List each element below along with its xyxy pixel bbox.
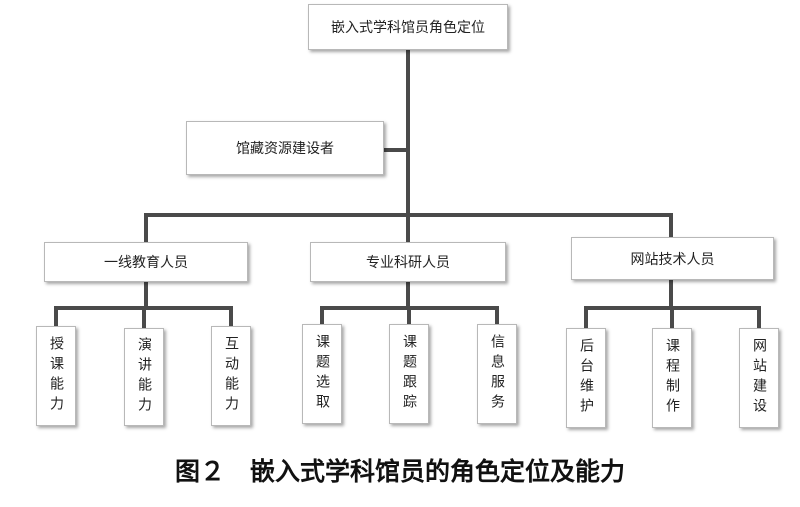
group-node-label: 网站技术人员: [630, 251, 715, 268]
child-node: 演讲能力: [124, 328, 164, 426]
group-node-3: 网站技术人员: [571, 237, 774, 280]
side-node: 馆藏资源建设者: [186, 121, 384, 175]
child-node: 后台维护: [566, 328, 606, 428]
root-node: 嵌入式学科馆员角色定位: [308, 4, 508, 50]
child-node-label: 课程制作: [664, 338, 680, 418]
child-node-label: 信息服务: [489, 334, 505, 414]
group-node-label: 一线教育人员: [104, 255, 188, 271]
child-node-label: 授课能力: [48, 336, 64, 416]
figure-caption: 图２ 嵌入式学科馆员的角色定位及能力: [174, 457, 625, 486]
side-node-label: 馆藏资源建设者: [236, 141, 334, 157]
child-node: 网站建设: [739, 328, 779, 428]
group-node-label: 专业科研人员: [366, 255, 450, 271]
child-node-label: 后台维护: [578, 338, 594, 418]
child-node-label: 演讲能力: [136, 337, 152, 417]
child-node-label: 互动能力: [223, 336, 239, 416]
group-node-1: 一线教育人员: [44, 242, 248, 282]
child-node-label: 课题跟踪: [401, 334, 417, 414]
child-node-label: 网站建设: [751, 338, 767, 418]
child-node: 信息服务: [477, 324, 517, 424]
child-node: 课题选取: [302, 324, 342, 424]
group-node-2: 专业科研人员: [310, 242, 506, 282]
child-node: 课题跟踪: [389, 324, 429, 424]
child-node: 互动能力: [211, 326, 251, 426]
child-node: 课程制作: [652, 328, 692, 428]
child-node: 授课能力: [36, 326, 76, 426]
child-node-label: 课题选取: [314, 334, 330, 414]
root-node-label: 嵌入式学科馆员角色定位: [331, 20, 485, 36]
